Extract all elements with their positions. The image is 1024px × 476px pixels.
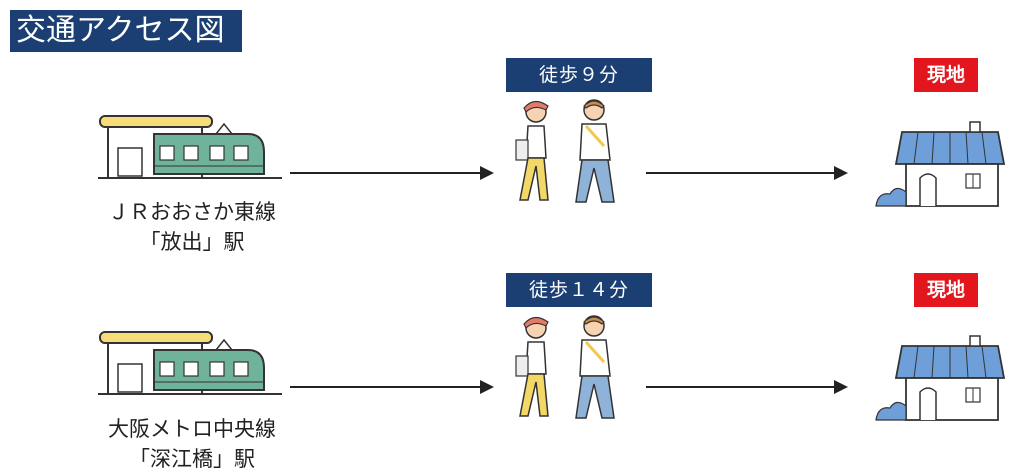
arrow-right-icon	[290, 380, 494, 394]
station-line: ＪＲおおさか東線	[108, 200, 276, 224]
walk-time-badge: 徒歩９分	[506, 58, 652, 92]
station-train-icon	[98, 331, 282, 395]
walk-time-badge: 徒歩１４分	[506, 273, 652, 307]
station-name: 「放出」駅	[139, 230, 245, 254]
station-label: 大阪メトロ中央線 「深江橋」駅	[72, 414, 312, 474]
page-title: 交通アクセス図	[10, 10, 242, 52]
station-name: 「深江橋」駅	[129, 447, 255, 471]
arrow-right-icon	[646, 166, 848, 180]
station-train-icon	[98, 115, 282, 179]
house-icon	[875, 335, 1006, 421]
house-icon	[875, 121, 1006, 207]
arrow-right-icon	[290, 166, 494, 180]
station-line: 大阪メトロ中央線	[108, 417, 276, 441]
walking-people-icon	[515, 315, 615, 419]
arrow-right-icon	[646, 380, 848, 394]
destination-badge: 現地	[914, 58, 978, 92]
destination-badge: 現地	[914, 273, 978, 307]
walking-people-icon	[515, 99, 615, 203]
station-label: ＪＲおおさか東線 「放出」駅	[72, 197, 312, 257]
